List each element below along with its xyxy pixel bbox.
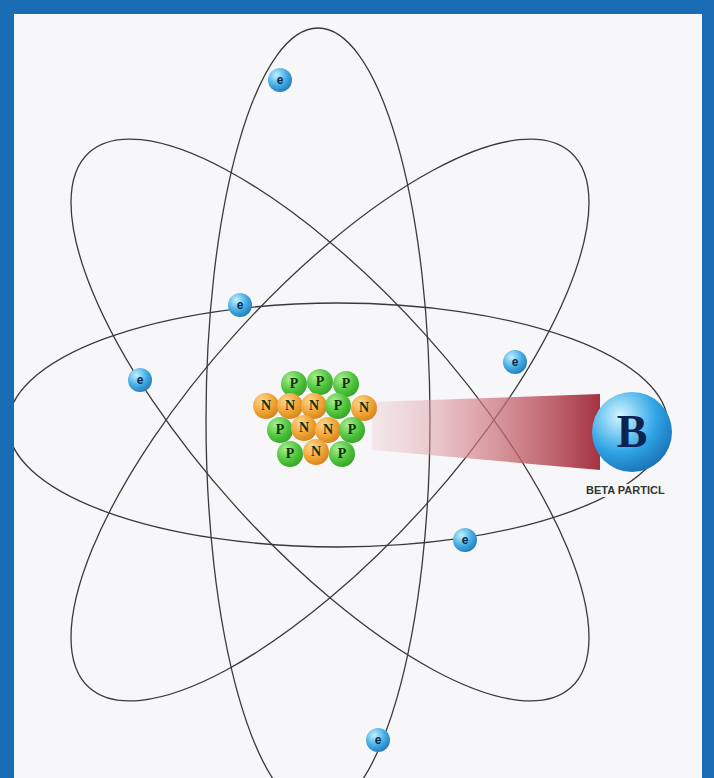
proton-ball: P bbox=[329, 441, 355, 467]
proton-label: P bbox=[348, 423, 357, 437]
orbit bbox=[14, 303, 668, 547]
electron-ball: e bbox=[228, 293, 252, 317]
neutron-ball: N bbox=[291, 415, 317, 441]
neutron-label: N bbox=[261, 399, 271, 413]
beta-caption: BETA PARTICL bbox=[584, 484, 667, 497]
neutron-label: N bbox=[299, 421, 309, 435]
neutron-label: N bbox=[285, 399, 295, 413]
proton-label: P bbox=[316, 375, 325, 389]
proton-label: P bbox=[290, 377, 299, 391]
electron-label: e bbox=[277, 74, 284, 86]
proton-ball: P bbox=[267, 417, 293, 443]
beta-particle: BBETA PARTICL bbox=[592, 392, 672, 472]
electron-label: e bbox=[375, 734, 382, 746]
neutron-ball: N bbox=[303, 439, 329, 465]
beta-symbol: B bbox=[617, 409, 648, 455]
proton-label: P bbox=[342, 377, 351, 391]
proton-ball: P bbox=[325, 393, 351, 419]
orbit bbox=[14, 67, 666, 773]
electron-label: e bbox=[512, 356, 519, 368]
electron-ball: e bbox=[366, 728, 390, 752]
proton-label: P bbox=[338, 447, 347, 461]
electron-label: e bbox=[137, 374, 144, 386]
electron-label: e bbox=[237, 299, 244, 311]
proton-ball: P bbox=[277, 441, 303, 467]
proton-label: P bbox=[286, 447, 295, 461]
neutron-label: N bbox=[309, 399, 319, 413]
proton-label: P bbox=[334, 399, 343, 413]
proton-ball: P bbox=[307, 369, 333, 395]
electron-label: e bbox=[462, 534, 469, 546]
proton-ball: P bbox=[339, 417, 365, 443]
beta-beam bbox=[372, 394, 600, 470]
neutron-label: N bbox=[311, 445, 321, 459]
neutron-label: N bbox=[359, 401, 369, 415]
proton-label: P bbox=[276, 423, 285, 437]
neutron-label: N bbox=[323, 423, 333, 437]
electron-ball: e bbox=[128, 368, 152, 392]
neutron-ball: N bbox=[253, 393, 279, 419]
electron-ball: e bbox=[503, 350, 527, 374]
electron-ball: e bbox=[268, 68, 292, 92]
electron-ball: e bbox=[453, 528, 477, 552]
orbit bbox=[14, 67, 666, 773]
